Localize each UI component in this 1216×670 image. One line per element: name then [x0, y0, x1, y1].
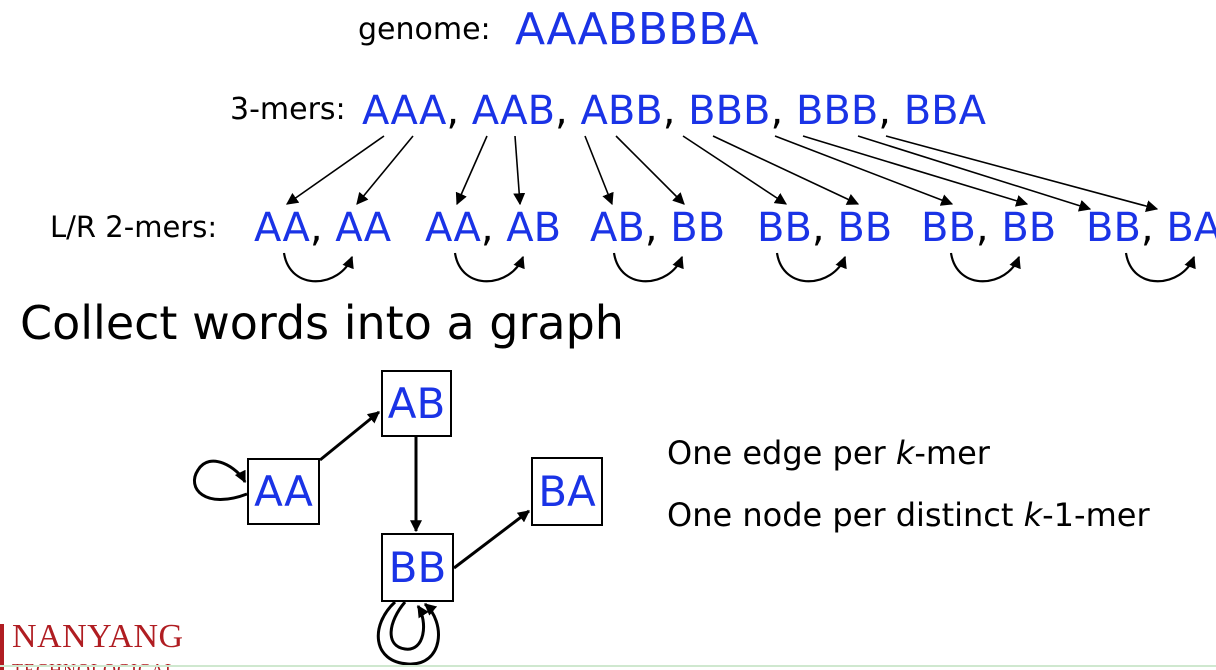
pair-right-2mer: BB — [837, 205, 893, 251]
pair-right-2mer: BB — [1001, 205, 1057, 251]
split-arrow — [615, 135, 685, 205]
note-edge-per-kmer: One edge per k-mer — [667, 434, 990, 472]
kmer-2: AAB — [471, 88, 556, 134]
edge-bb-self-loop-2 — [376, 600, 440, 666]
pair-separator: , — [644, 205, 658, 251]
split-arrow — [885, 135, 1159, 212]
lr-pair-3: AB, BB — [590, 205, 725, 251]
pair-separator: , — [480, 205, 494, 251]
pair-right-2mer: BA — [1166, 205, 1216, 251]
pair-left-2mer: AB — [590, 205, 645, 251]
split-arrow — [712, 135, 860, 205]
split-arrow — [356, 135, 414, 205]
split-arrow — [802, 135, 1029, 207]
pair-left-2mer: BB — [1086, 205, 1141, 251]
section-heading: Collect words into a graph — [20, 296, 624, 350]
pair-separator: , — [975, 205, 989, 251]
split-arrow — [286, 135, 385, 205]
graph-edges — [192, 410, 530, 666]
lr-pair-4: BB, BB — [757, 205, 892, 251]
kmer-separator: , — [662, 88, 676, 134]
split-arrow — [857, 135, 1092, 212]
curve-arrow — [453, 252, 525, 283]
split-arrow — [513, 135, 526, 206]
note-text: -mer — [914, 434, 990, 472]
graph-node-ab: AB — [381, 370, 452, 437]
curve-arrow — [612, 252, 684, 283]
kmer-6: BBA — [903, 88, 986, 134]
kmer-5: BBB — [795, 88, 879, 134]
edge-bb-self-loop-1 — [389, 601, 429, 651]
note-node-per-k1mer: One node per distinct k-1-mer — [667, 496, 1150, 534]
lr-pair-1: AA, AA — [254, 205, 391, 251]
pair-left-2mer: AA — [425, 205, 481, 251]
graph-node-bb: BB — [381, 533, 454, 602]
lr-pair-2: AA, AB — [425, 205, 561, 251]
university-logo: NANYANG TECHNOLOGICAL — [0, 616, 240, 670]
edge-aa-ab — [319, 410, 380, 462]
kmer-separator: , — [878, 88, 891, 134]
pair-separator: , — [811, 205, 825, 251]
pair-right-2mer: AA — [335, 205, 392, 251]
split-arrow — [455, 135, 488, 206]
kmer-4: BBB — [688, 88, 771, 134]
lr-pair-5: BB, BB — [921, 205, 1056, 251]
split-arrow — [682, 135, 788, 205]
lr-2mers-label: L/R 2-mers: — [50, 210, 218, 244]
curve-arrow — [775, 252, 847, 283]
kmers-label: 3-mers: — [230, 92, 346, 127]
note-text: One edge per — [667, 434, 896, 472]
pair-right-2mer: BB — [670, 205, 726, 251]
kmer-separator: , — [555, 88, 568, 134]
pair-separator: , — [309, 205, 323, 251]
kmer-1: AAA — [362, 88, 447, 134]
pair-left-2mer: BB — [921, 205, 976, 251]
curve-arrow — [1124, 252, 1196, 283]
kmer-separator: , — [446, 88, 460, 134]
pair-left-2mer: BB — [757, 205, 812, 251]
edge-aa-self-loop — [192, 459, 248, 501]
pair-right-2mer: AB — [506, 205, 562, 251]
bottom-divider — [0, 665, 1216, 667]
edge-bb-ba — [453, 509, 530, 570]
kmer-3: ABB — [580, 88, 663, 134]
logo-text: NANYANG — [12, 618, 184, 655]
curve-arrow — [949, 252, 1021, 283]
split-arrow — [774, 135, 954, 206]
graph-node-aa: AA — [247, 458, 320, 525]
genome-label: genome: — [358, 12, 491, 47]
pair-left-2mer: AA — [254, 205, 310, 251]
kmer-separator: , — [770, 88, 784, 134]
split-arrow — [584, 135, 614, 206]
pair-curve-arrows — [282, 252, 1196, 283]
logo-bar — [0, 624, 4, 670]
note-text: One node per distinct — [667, 496, 1024, 534]
curve-arrow — [282, 252, 354, 283]
pair-separator: , — [1140, 205, 1154, 251]
note-k: k — [895, 434, 915, 472]
genome-sequence: AAABBBBA — [515, 4, 759, 55]
graph-node-ba: BA — [531, 457, 603, 526]
lr-pair-6: BB, BA — [1086, 205, 1216, 251]
kmers-row: AAA, AAB, ABB, BBB, BBB, BBA — [362, 88, 986, 134]
note-k: k — [1023, 496, 1043, 534]
split-arrows — [286, 135, 1159, 212]
note-text: -1-mer — [1042, 496, 1150, 534]
